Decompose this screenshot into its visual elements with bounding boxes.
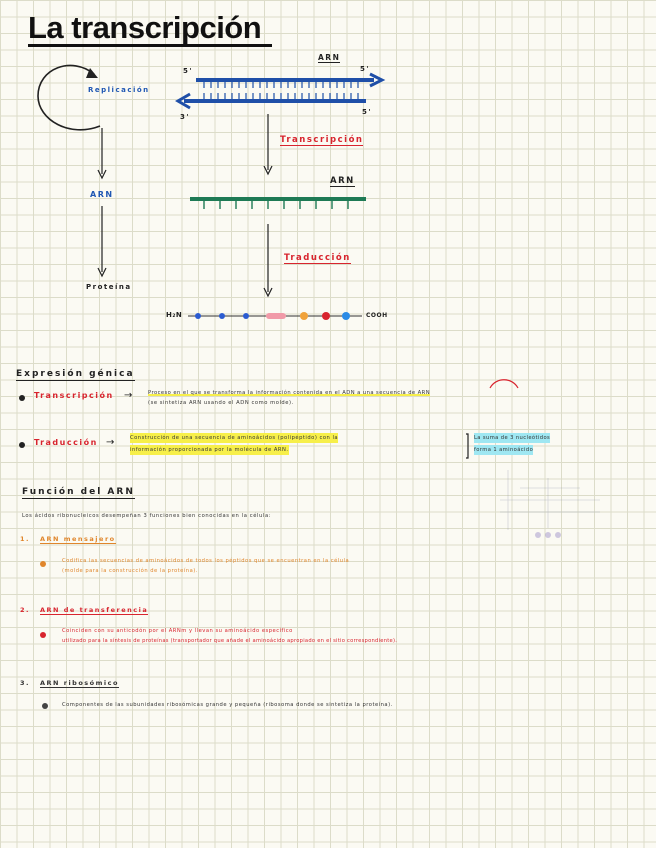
item-2-line2: utilizado para la síntesis de proteínas … xyxy=(62,638,398,644)
traduccion-term: Traducción xyxy=(34,438,98,447)
transcripcion-def-line2: (se sintetiza ARN usando el ADN como mol… xyxy=(148,400,294,406)
transcripcion-term: Transcripción xyxy=(34,391,114,400)
bullet xyxy=(40,632,46,638)
traduccion-note-line1: La suma de 3 nucleótidos xyxy=(474,433,551,443)
bullet xyxy=(42,703,48,709)
traduccion-arrow: → xyxy=(106,437,115,448)
peptide-start-label: H₂N xyxy=(166,311,183,319)
arn-top-label: ARN xyxy=(318,53,341,63)
page-title: La transcripción xyxy=(28,10,262,45)
amino-acid-bead xyxy=(300,312,308,320)
replication-label: Replicación xyxy=(88,86,150,94)
item-1-line1: Codifica las secuencias de aminoácidos d… xyxy=(62,558,350,564)
bullet xyxy=(19,395,25,401)
strand-top-left-label: 5' xyxy=(183,67,194,75)
funcion-intro: Los ácidos ribonucleicos desempeñan 3 fu… xyxy=(22,513,272,519)
strand-top-right-label: 5' xyxy=(360,65,371,73)
transcripcion-arrow: → xyxy=(124,390,133,401)
item-title-arn-ribosomico: ARN ribosómico xyxy=(40,679,119,688)
bullet xyxy=(40,561,46,567)
arn-middle-label: ARN xyxy=(330,176,355,187)
traduccion-note-line2: forma 1 aminoácido xyxy=(474,445,534,455)
traduccion-def-line2: información proporcionada por la molécul… xyxy=(130,445,289,455)
strand-bottom-right-label: 5' xyxy=(362,108,373,116)
strand-bottom-left-label: 3' xyxy=(180,113,191,121)
amino-acid-bead xyxy=(266,313,286,319)
transcription-label: Transcripción xyxy=(280,135,364,146)
amino-acid-bead xyxy=(195,313,201,319)
protein-label: Proteína xyxy=(86,283,132,291)
amino-acid-bead xyxy=(243,313,249,319)
peptide-end-label: COOH xyxy=(366,312,388,319)
item-title-arn-transferencia: ARN de transferencia xyxy=(40,606,149,615)
item-number: 3. xyxy=(20,679,30,687)
item-3-line1: Componentes de las subunidades ribosómic… xyxy=(62,702,393,708)
item-2-line1: Coinciden con su anticodón por el ARNm y… xyxy=(62,628,293,634)
replication-arrowhead xyxy=(86,68,98,78)
funcion-heading: Función del ARN xyxy=(22,487,135,499)
item-number: 2. xyxy=(20,606,30,614)
amino-acid-bead xyxy=(342,312,350,320)
arn-label-left: ARN xyxy=(90,190,114,199)
expresion-heading: Expresión génica xyxy=(16,369,135,381)
traduccion-def-line1: Construcción de una secuencia de aminoác… xyxy=(130,433,339,443)
item-number: 1. xyxy=(20,535,30,543)
item-title-arn-mensajero: ARN mensajero xyxy=(40,535,116,544)
replication-loop-arrow xyxy=(37,64,101,131)
bullet xyxy=(19,442,25,448)
amino-acid-bead xyxy=(322,312,330,320)
item-1-line2: (molde para la construcción de la proteí… xyxy=(62,568,198,574)
amino-acid-bead xyxy=(219,313,225,319)
translation-label: Traducción xyxy=(284,253,351,264)
transcripcion-def-line1: Proceso en el que se transforma la infor… xyxy=(148,390,431,396)
title-underline xyxy=(28,44,272,47)
